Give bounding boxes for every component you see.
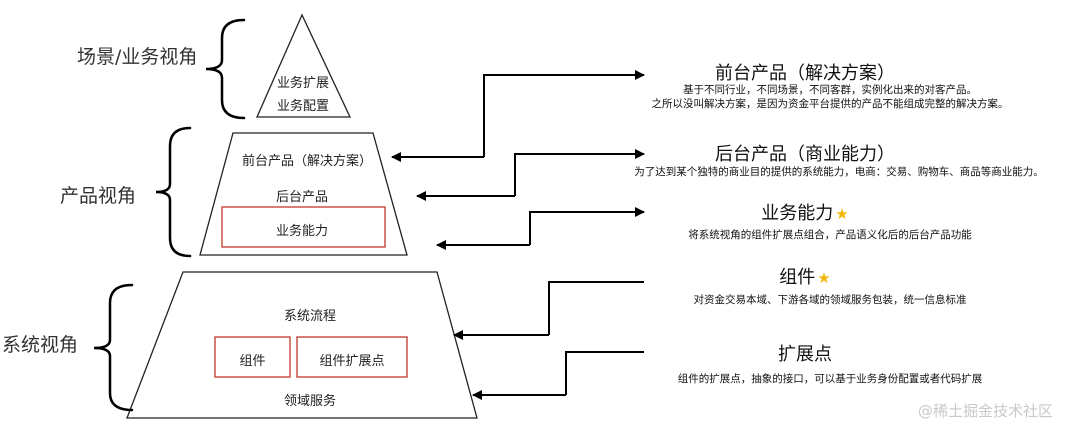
pyramid-top: [256, 13, 352, 118]
arrow-component-up: [548, 281, 644, 335]
bottom-domain-service: 领域服务: [283, 394, 336, 409]
system-view-label: 系统视角: [2, 334, 79, 356]
capability-box-label: 业务能力: [275, 224, 328, 239]
component-title-row: 组件★: [655, 263, 955, 289]
star-icon: ★: [835, 205, 849, 223]
pyramid-bottom: [126, 271, 478, 419]
component-box: [214, 336, 291, 378]
extension-title: 扩展点: [778, 344, 832, 365]
component-title: 组件: [779, 267, 816, 288]
front-product-desc-2: 之所以没叫解决方案，是因为资金平台提供的产品不能组成完整的解决方案。: [651, 98, 1009, 110]
extension-desc: 组件的扩展点，抽象的接口，可以基于业务身份配置或者代码扩展: [677, 373, 983, 385]
capability-desc: 将系统视角的组件扩展点组合，产品语义化后的后台产品功能: [688, 229, 972, 241]
back-product-title: 后台产品（商业能力）: [715, 144, 895, 165]
arrow-front-right: [483, 70, 645, 157]
pyramid-top-line2: 业务配置: [276, 99, 329, 114]
arrow-capability-right: [529, 207, 645, 245]
pyramid-middle: [199, 132, 408, 256]
capability-box: [221, 206, 386, 248]
brace-product: [155, 126, 192, 258]
capability-title-row: 业务能力★: [655, 199, 955, 225]
star-icon: ★: [817, 269, 831, 287]
component-desc: 对资金交易本域、下游各域的领域服务包装，统一信息标准: [693, 294, 967, 306]
front-product-desc-1: 基于不同行业，不同场景，不同客群，实例化出来的对客产品。: [683, 84, 977, 96]
extension-box: [296, 336, 408, 378]
scene-view-label: 场景/业务视角: [77, 46, 198, 68]
brace-system: [93, 283, 134, 412]
watermark: @稀土掘金技术社区: [918, 402, 1054, 420]
front-product-title: 前台产品（解决方案）: [715, 63, 895, 84]
extension-box-label: 组件扩展点: [319, 354, 385, 369]
back-product-desc: 为了达到某个独特的商业目的提供的系统能力，电商：交易、购物车、商品等商业能力。: [634, 166, 1044, 178]
middle-back-product: 后台产品: [275, 190, 328, 205]
middle-front-product: 前台产品（解决方案）: [241, 154, 372, 169]
brace-scene: [205, 18, 246, 120]
pyramid-top-line1: 业务扩展: [276, 76, 329, 91]
capability-title: 业务能力: [761, 203, 834, 224]
bottom-system-process: 系统流程: [283, 309, 336, 324]
product-view-label: 产品视角: [60, 185, 137, 207]
arrow-extension-up: [565, 351, 644, 395]
arrow-back-right: [514, 149, 645, 196]
component-box-label: 组件: [239, 354, 266, 369]
